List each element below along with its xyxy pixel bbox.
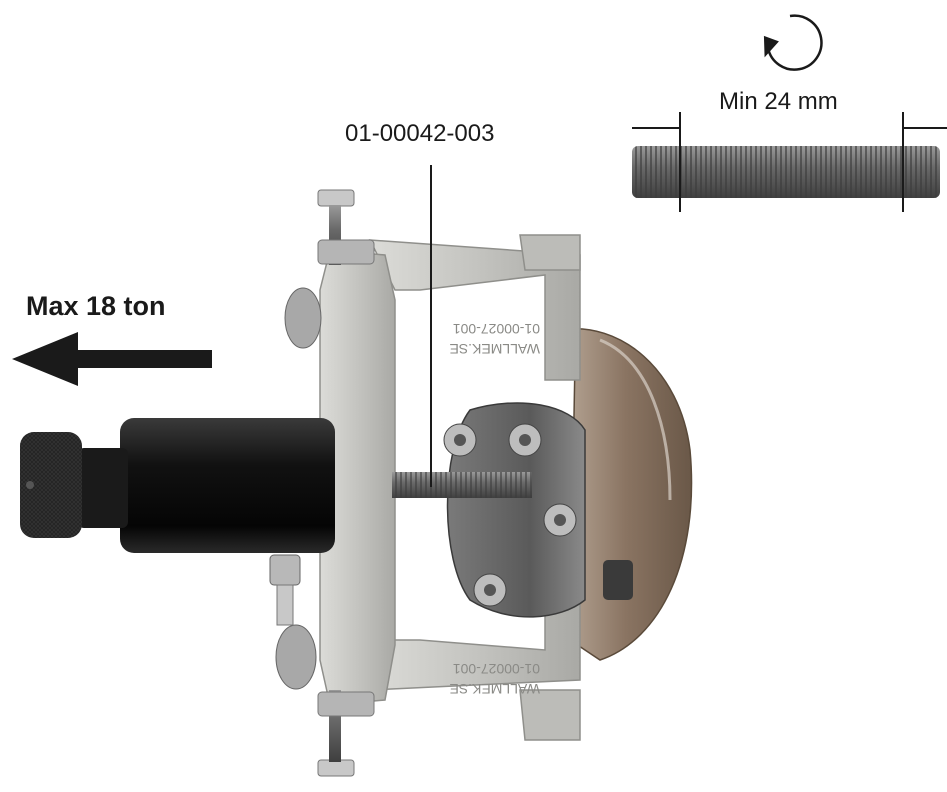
- engraving-bottom: 01-00027-001: [453, 661, 540, 677]
- puller-frame: 01-00027-001 WALLMEK.SE 01-00027-001 WAL…: [319, 234, 581, 741]
- clamp-screw-bottom: [275, 624, 375, 777]
- clamp-screw-top: [284, 189, 375, 349]
- part-number-label: 01-00042-003: [345, 120, 495, 147]
- left-arrow-icon: [12, 332, 212, 386]
- hydraulic-cylinder: [20, 418, 335, 626]
- thread-min-length-label: Min 24 mm: [719, 88, 838, 115]
- engraving-brand-top: WALLMEK.SE: [449, 341, 540, 357]
- threaded-rod-spec: [632, 112, 947, 212]
- wheel-hub-knuckle: [558, 328, 693, 661]
- engraving-brand-bottom: WALLMEK.SE: [449, 681, 540, 697]
- engraving-top: 01-00027-001: [453, 321, 540, 337]
- max-force-label: Max 18 ton: [26, 291, 166, 321]
- flange-adapter: [443, 402, 586, 618]
- rotation-arrow-icon: [763, 14, 823, 71]
